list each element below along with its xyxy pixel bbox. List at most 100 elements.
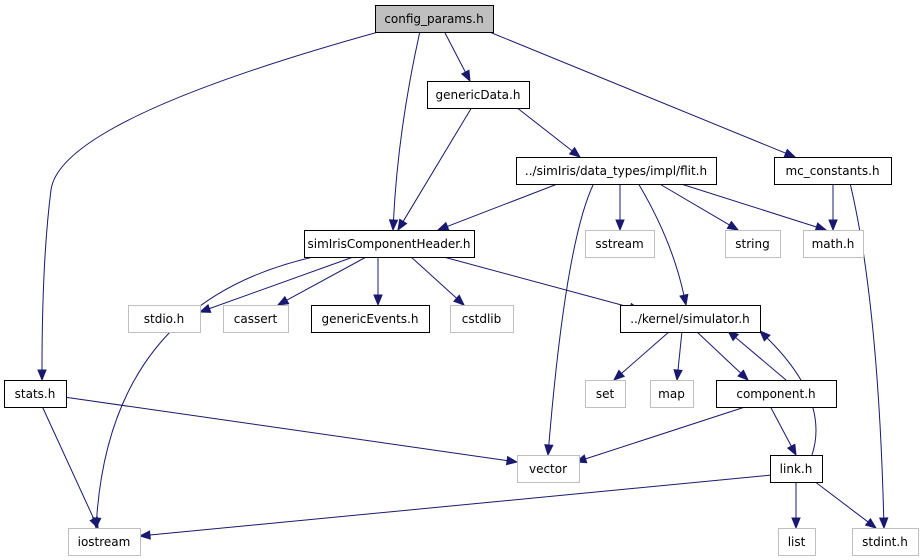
arrowhead bbox=[878, 517, 889, 530]
node-map[interactable]: map bbox=[650, 380, 694, 408]
node-label: simIrisComponentHeader.h bbox=[307, 237, 470, 251]
node-label: iostream bbox=[78, 535, 131, 549]
edge-config_params-to-genericData bbox=[443, 30, 471, 83]
edges-layer bbox=[37, 30, 889, 540]
node-math[interactable]: math.h bbox=[803, 230, 864, 258]
node-label: cassert bbox=[234, 312, 278, 326]
edge-component_header-to-genericEvents bbox=[373, 256, 383, 307]
node-box bbox=[774, 157, 892, 185]
edge-stats-to-iostream bbox=[41, 405, 99, 530]
arrowhead bbox=[453, 294, 465, 306]
arrowhead bbox=[828, 219, 838, 232]
arrowhead bbox=[89, 516, 99, 530]
edge-link-to-stdint bbox=[813, 480, 878, 529]
arrowhead bbox=[814, 222, 828, 232]
node-label: mc_constants.h bbox=[785, 164, 879, 178]
node-box bbox=[450, 305, 514, 333]
arrowhead bbox=[786, 443, 797, 457]
arrowhead bbox=[612, 369, 626, 381]
edge-flit-to-math bbox=[677, 182, 828, 232]
edge-genericData-to-flit bbox=[515, 106, 582, 158]
edge-link-to-iostream bbox=[138, 474, 773, 540]
node-box bbox=[128, 305, 201, 333]
arrowhead bbox=[737, 369, 749, 381]
node-sstream[interactable]: sstream bbox=[585, 230, 655, 258]
edge-component_header-to-cassert bbox=[276, 255, 369, 306]
edge-link-to-list bbox=[791, 481, 801, 530]
node-label: list bbox=[788, 535, 806, 549]
node-label: component.h bbox=[736, 387, 815, 401]
arrowhead bbox=[460, 69, 471, 83]
arrowhead bbox=[397, 218, 408, 232]
node-stats[interactable]: stats.h bbox=[4, 380, 67, 408]
node-label: link.h bbox=[780, 462, 813, 476]
node-stdint[interactable]: stdint.h bbox=[852, 528, 919, 556]
node-simulator[interactable]: ../kernel/simulator.h bbox=[620, 305, 761, 333]
node-set[interactable]: set bbox=[585, 380, 626, 408]
node-box bbox=[852, 528, 919, 556]
edge-component-to-link bbox=[769, 405, 797, 457]
edge-mc_constants-to-stdint bbox=[849, 182, 889, 530]
node-box bbox=[778, 528, 816, 556]
node-iostream[interactable]: iostream bbox=[68, 528, 141, 556]
edge-component-to-vector bbox=[574, 405, 749, 464]
arrowhead bbox=[37, 369, 47, 382]
node-box bbox=[716, 380, 837, 408]
node-component_header[interactable]: simIrisComponentHeader.h bbox=[304, 230, 475, 258]
arrowhead bbox=[791, 517, 801, 530]
node-box bbox=[650, 380, 694, 408]
node-stdio[interactable]: stdio.h bbox=[128, 305, 201, 333]
edge-genericData-to-component_header bbox=[397, 106, 473, 232]
node-box bbox=[427, 81, 530, 109]
node-label: cstdlib bbox=[462, 312, 501, 326]
edge-stats-to-vector bbox=[63, 396, 519, 466]
node-link[interactable]: link.h bbox=[770, 455, 823, 483]
node-flit[interactable]: ../simIris/data_types/impl/flit.h bbox=[516, 157, 717, 185]
edge-component_header-to-cstdlib bbox=[409, 255, 465, 306]
arrowhead bbox=[679, 293, 689, 307]
arrowhead bbox=[726, 220, 740, 231]
node-label: string bbox=[735, 237, 769, 251]
edge-flit-to-string bbox=[657, 182, 740, 231]
arrowhead bbox=[568, 146, 582, 158]
node-box bbox=[304, 230, 475, 258]
node-box bbox=[223, 305, 289, 333]
arrowhead bbox=[544, 444, 554, 457]
nodes-layer: config_params.h genericData.h ../simIris/d… bbox=[4, 5, 919, 556]
node-cassert[interactable]: cassert bbox=[223, 305, 289, 333]
edge-config_params-to-stats bbox=[37, 30, 383, 382]
edge-simulator-to-component bbox=[695, 330, 749, 381]
node-box bbox=[68, 528, 141, 556]
arrowhead bbox=[864, 517, 878, 529]
edge-component_header-to-simulator bbox=[439, 255, 642, 312]
node-box bbox=[517, 455, 580, 483]
arrowhead bbox=[505, 455, 519, 466]
node-box bbox=[620, 305, 761, 333]
arrowhead bbox=[198, 303, 212, 313]
node-label: config_params.h bbox=[384, 12, 483, 26]
node-label: ../kernel/simulator.h bbox=[630, 312, 750, 326]
node-box bbox=[585, 230, 655, 258]
node-string[interactable]: string bbox=[725, 230, 781, 258]
node-label: set bbox=[596, 387, 615, 401]
arrowhead bbox=[783, 148, 797, 158]
node-cstdlib[interactable]: cstdlib bbox=[450, 305, 514, 333]
edge-flit-to-simulator bbox=[637, 182, 689, 307]
node-genericData[interactable]: genericData.h bbox=[427, 81, 530, 109]
edge-component-to-simulator bbox=[726, 330, 787, 381]
node-component[interactable]: component.h bbox=[716, 380, 837, 408]
node-mc_constants[interactable]: mc_constants.h bbox=[774, 157, 892, 185]
node-vector[interactable]: vector bbox=[517, 455, 580, 483]
edge-config_params-to-mc_constants bbox=[486, 30, 797, 158]
arrowhead bbox=[436, 221, 450, 231]
node-genericEvents[interactable]: genericEvents.h bbox=[311, 305, 430, 333]
node-config_params[interactable]: config_params.h bbox=[375, 5, 494, 33]
edge-simulator-to-map bbox=[673, 330, 683, 382]
node-box bbox=[585, 380, 626, 408]
node-label: sstream bbox=[595, 237, 643, 251]
edge-simulator-to-set bbox=[612, 330, 671, 381]
arrowhead bbox=[388, 219, 399, 232]
node-list[interactable]: list bbox=[778, 528, 816, 556]
node-box bbox=[516, 157, 717, 185]
node-label: ../simIris/data_types/impl/flit.h bbox=[525, 164, 707, 178]
